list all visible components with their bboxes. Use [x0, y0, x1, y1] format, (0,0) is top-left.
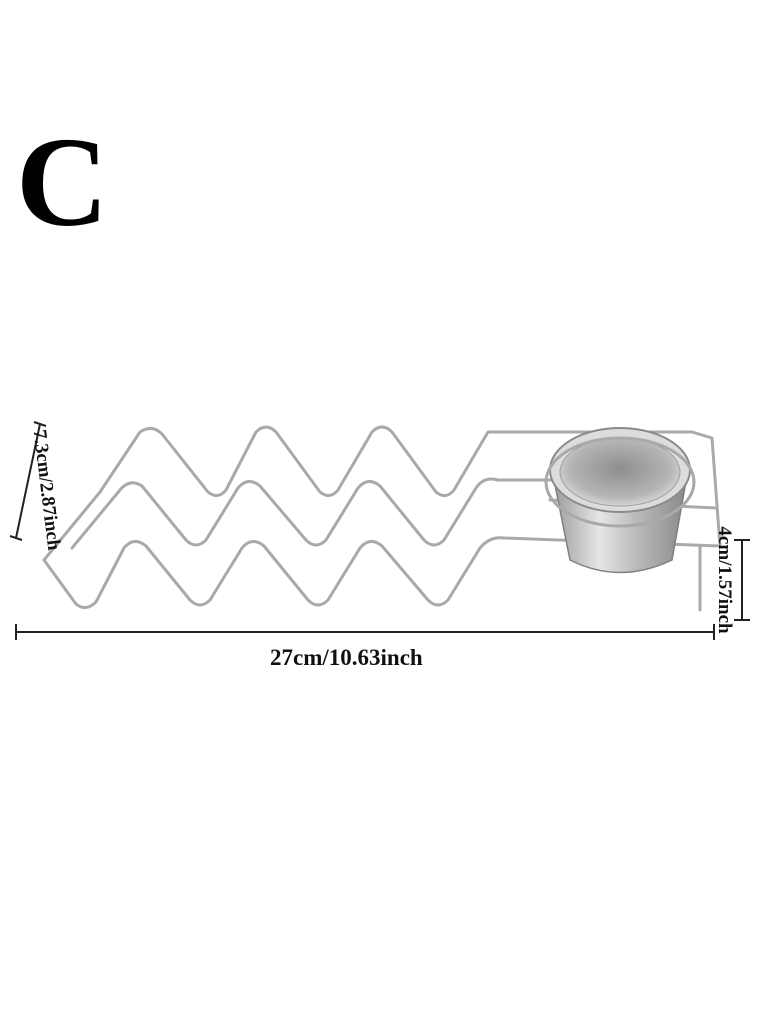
sauce-cup [544, 427, 696, 574]
taco-rack-wire [42, 425, 722, 612]
depth-dimension-line [15, 423, 41, 539]
height-dimension-label: 4cm/1.57inch [714, 526, 735, 634]
variant-letter: C [16, 111, 109, 253]
dimension-lines [9, 421, 750, 640]
width-dimension-label: 27cm/10.63inch [270, 645, 423, 670]
